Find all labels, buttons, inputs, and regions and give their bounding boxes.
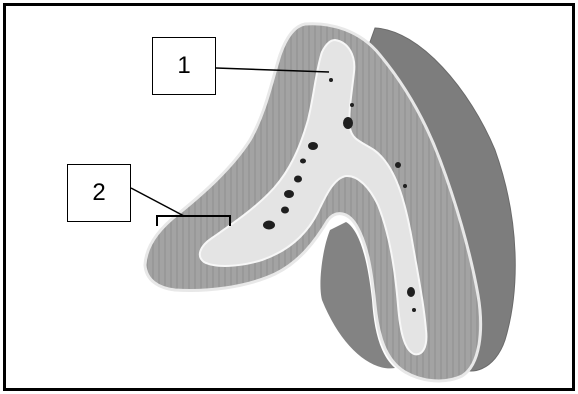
label-2-text: 2 <box>92 179 105 207</box>
label-1-box: 1 <box>152 37 216 95</box>
leader-line-2 <box>131 188 184 216</box>
label-1-text: 1 <box>177 52 190 80</box>
label-2-box: 2 <box>67 164 131 222</box>
